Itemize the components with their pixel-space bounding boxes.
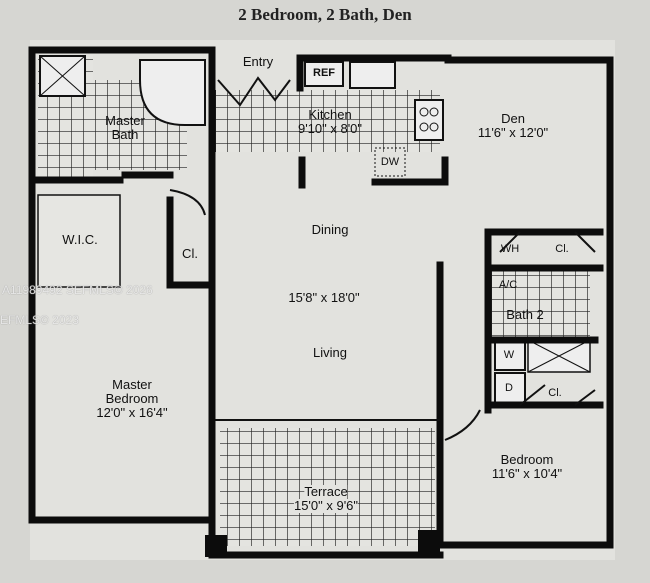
den-closet-label: Cl. — [555, 243, 569, 255]
living-label: Living — [313, 345, 347, 360]
master-closet-label: Cl. — [182, 246, 198, 261]
den-size: 11'6" x 12'0" — [477, 125, 549, 140]
terrace-label: Terrace — [304, 484, 348, 499]
kitchen-size: 9'10" x 8'0" — [297, 121, 363, 136]
refrigerator-label: REF — [313, 67, 335, 79]
terrace-size: 15'0" x 9'6" — [293, 498, 359, 513]
master-bedroom-label-1: Master — [112, 377, 152, 392]
den-label: Den — [501, 111, 525, 126]
living-dining-size: 15'8" x 18'0" — [288, 290, 360, 305]
watermark-listing: A11989492 SEFMLS© 2026 — [2, 283, 153, 297]
walk-in-closet-label: W.I.C. — [62, 232, 98, 247]
water-heater-label: WH — [500, 243, 520, 255]
watermark-copyright: EFMLS© 2023 — [0, 313, 79, 327]
ac-label: A/C — [498, 279, 518, 291]
kitchen-label: Kitchen — [308, 107, 352, 122]
washer-label: W — [503, 349, 515, 361]
bedroom-label: Bedroom — [500, 452, 554, 467]
plan-title: 2 Bedroom, 2 Bath, Den — [238, 5, 412, 24]
bedroom-size: 11'6" x 10'4" — [491, 466, 563, 481]
dishwasher-label: DW — [380, 156, 400, 168]
dining-label: Dining — [311, 222, 349, 237]
entry-label: Entry — [242, 54, 274, 69]
bedroom-closet-label: Cl. — [548, 387, 562, 399]
bath-2-label: Bath 2 — [506, 307, 544, 322]
dryer-label: D — [505, 382, 513, 394]
master-bedroom-label-2: Bedroom — [105, 391, 159, 406]
master-bedroom-size: 12'0" x 16'4" — [96, 405, 168, 420]
master-bath-label-2: Bath — [111, 127, 139, 142]
master-bath-label-1: Master — [105, 113, 145, 128]
